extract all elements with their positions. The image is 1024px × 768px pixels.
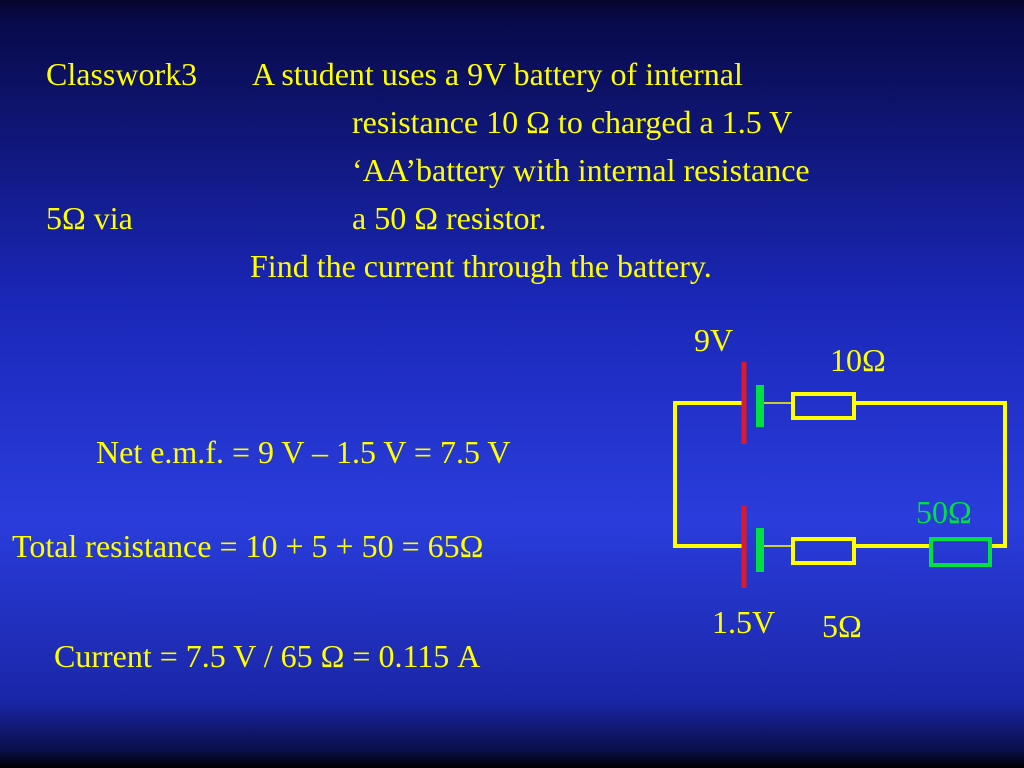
resistor-50-ohm-label: 50Ω xyxy=(916,494,972,530)
problem-line-3: ‘AA’battery with internal resistance xyxy=(352,152,810,188)
battery-1-5v-label: 1.5V xyxy=(712,604,776,640)
wire-top-left xyxy=(673,401,744,548)
problem-line-1: A student uses a 9V battery of internal xyxy=(252,56,743,92)
resistor-10-ohm xyxy=(791,392,856,420)
battery-9v-label: 9V xyxy=(694,322,734,358)
resistor-5-ohm xyxy=(791,537,856,565)
total-resistance-step: Total resistance = 10 + 5 + 50 = 65Ω xyxy=(12,528,484,564)
problem-line-4a: 5Ω via xyxy=(46,200,133,236)
battery-9v xyxy=(741,362,764,444)
battery-1-5v xyxy=(741,506,764,588)
net-emf-step: Net e.m.f. = 9 V – 1.5 V = 7.5 V xyxy=(96,434,511,470)
resistor-5-ohm-label: 5Ω xyxy=(822,608,862,644)
resistor-50-ohm xyxy=(929,537,992,567)
problem-line-4b: a 50 Ω resistor. xyxy=(352,200,547,236)
wire-top-right xyxy=(854,401,1007,548)
problem-heading: Classwork3 xyxy=(46,56,198,92)
resistor-10-ohm-label: 10Ω xyxy=(830,342,886,378)
problem-question: Find the current through the battery. xyxy=(250,248,712,284)
current-step: Current = 7.5 V / 65 Ω = 0.115 A xyxy=(54,638,481,674)
problem-line-2: resistance 10 Ω to charged a 1.5 V xyxy=(352,104,793,140)
